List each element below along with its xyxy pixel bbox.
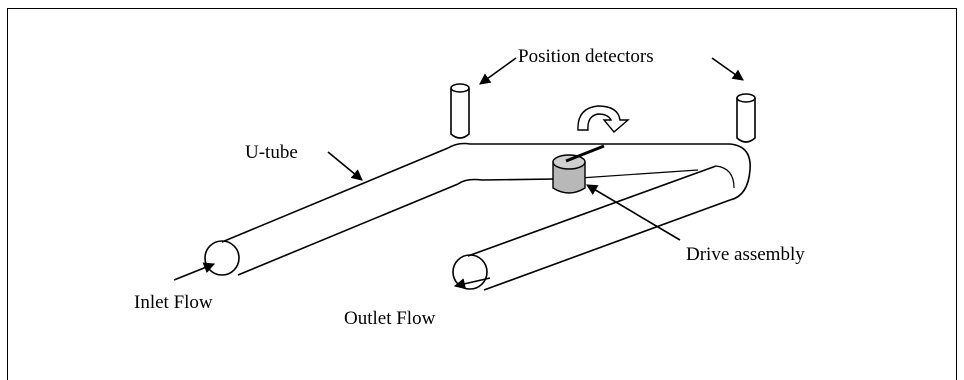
inlet-tube-top-edge — [221, 147, 449, 243]
outlet-flow-pointer — [453, 277, 491, 290]
drive-assembly-pointer — [586, 184, 681, 241]
label-outlet-flow: Outlet Flow — [344, 308, 436, 329]
position-detector-left-pointer — [479, 57, 517, 85]
rotation-arrow-icon — [577, 105, 630, 133]
inlet-opening — [204, 240, 240, 276]
position-detector-right — [736, 93, 756, 143]
drive-rod — [565, 144, 605, 163]
outlet-opening — [452, 254, 488, 290]
outlet-tube-bottom-edge — [483, 199, 731, 291]
u-bend — [729, 143, 751, 201]
cross-tube-lower-edge-right — [579, 169, 699, 179]
drive-assembly — [552, 144, 605, 194]
figure-frame — [7, 8, 957, 380]
inlet-tube-bottom-edge — [237, 183, 459, 276]
label-inlet-flow: Inlet Flow — [134, 292, 213, 313]
u-tube — [204, 142, 751, 291]
position-detector-right-pointer — [711, 57, 744, 81]
label-position-detectors: Position detectors — [518, 46, 654, 67]
label-drive-assembly: Drive assembly — [686, 244, 805, 265]
u-bend-inner — [715, 165, 735, 189]
label-u-tube: U-tube — [245, 142, 298, 163]
cross-tube-lower-edge — [457, 178, 556, 185]
u-tube-pointer — [327, 151, 363, 181]
position-detector-left — [450, 83, 470, 139]
cross-tube-top-edge — [447, 142, 730, 149]
outlet-tube-top-edge — [467, 165, 717, 257]
inlet-flow-pointer — [173, 262, 216, 281]
